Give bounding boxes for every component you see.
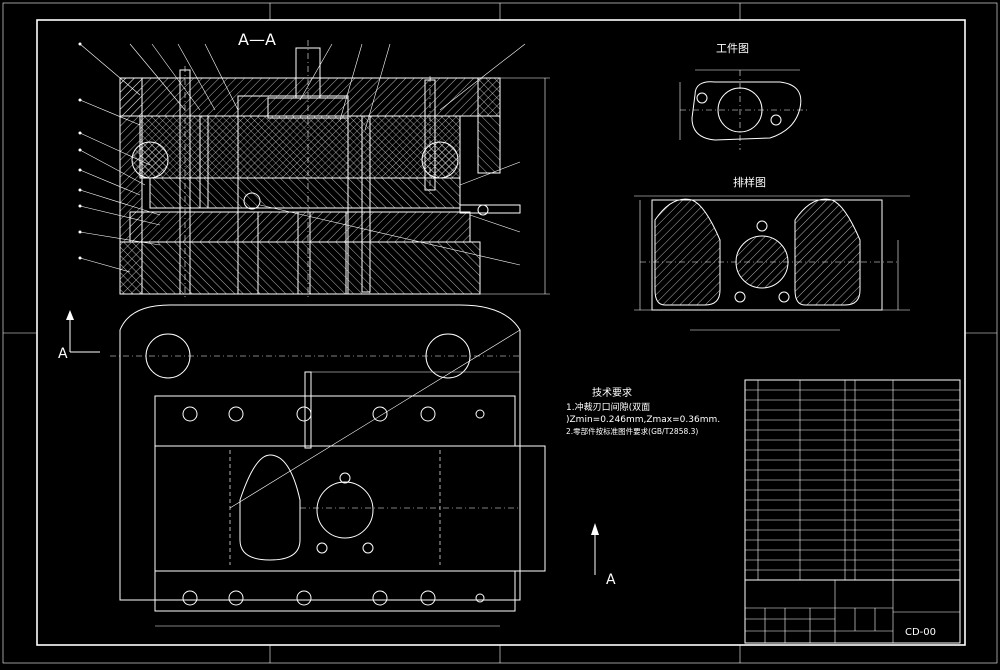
view-marker-bottom: A [606, 572, 616, 588]
tech-req-line-1: 1.冲裁刃口间隙(双面 [566, 401, 650, 413]
strip-layout-view: 排样图 [634, 175, 910, 331]
section-label: A—A [238, 30, 276, 49]
bill-of-materials [744, 379, 961, 581]
title-block: CD-00 [744, 579, 961, 644]
workpiece-view: 工件图 [679, 42, 810, 150]
tech-req-line-2: )Zmin=0.246mm,Zmax=0.36mm. [566, 415, 720, 425]
plan-view: A A [58, 304, 616, 627]
tech-req-line-3: 2.零部件按标准图件要求(GB/T2858.3) [566, 426, 698, 436]
drawing-number: CD-00 [905, 627, 936, 638]
layout-title: 排样图 [733, 175, 766, 189]
tech-req-title: 技术要求 [592, 386, 632, 399]
part-balloons-left [78, 42, 161, 273]
technical-requirements: 技术要求 1.冲裁刃口间隙(双面 )Zmin=0.246mm,Zmax=0.36… [566, 386, 720, 436]
view-marker-left: A [58, 346, 68, 362]
workpiece-title: 工件图 [716, 42, 749, 55]
part-balloons-top [129, 43, 526, 266]
section-view-a-a: A—A [119, 30, 550, 300]
